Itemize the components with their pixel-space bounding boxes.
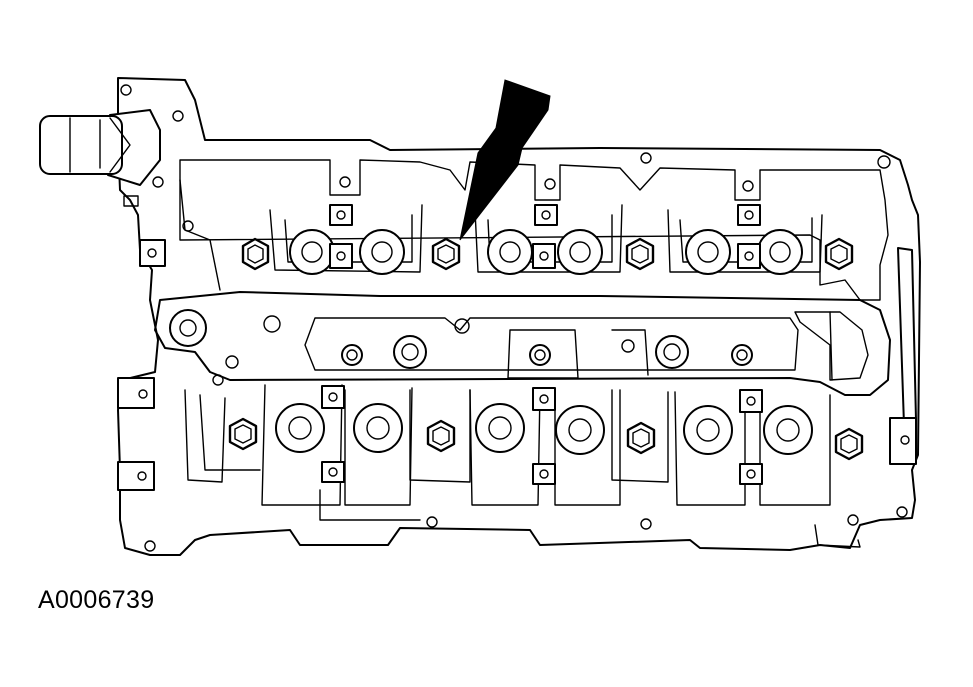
rail-tubes bbox=[341, 329, 753, 379]
center-rail bbox=[154, 291, 891, 396]
rail-boss-left bbox=[169, 309, 207, 347]
center-rail-inner bbox=[304, 317, 799, 371]
upper-bolt-row bbox=[241, 237, 854, 271]
bolt-hex-lower-2 bbox=[426, 419, 456, 453]
bolt-hex-upper-4 bbox=[824, 237, 854, 271]
upper-cap-tabs bbox=[139, 204, 761, 269]
perimeter-holes bbox=[120, 84, 908, 552]
bolt-hex-lower-1 bbox=[228, 417, 258, 451]
right-pipe bbox=[897, 247, 917, 426]
lower-cap-tabs bbox=[117, 377, 917, 491]
bolt-hex-lower-3 bbox=[626, 421, 656, 455]
figure-id-label: A0006739 bbox=[38, 586, 155, 614]
head-outline bbox=[117, 77, 921, 556]
lower-journal-circles bbox=[275, 403, 813, 455]
head-body bbox=[179, 159, 889, 301]
bolt-hex-lower-4 bbox=[834, 427, 864, 461]
left-tab bbox=[123, 195, 139, 207]
bolt-hex-upper-3 bbox=[625, 237, 655, 271]
rail-end-right bbox=[794, 311, 869, 381]
bolt-hex-upper-2 bbox=[431, 237, 461, 271]
indicator-arrow bbox=[459, 79, 551, 241]
sensor-body bbox=[39, 115, 123, 175]
lower-cam-journals bbox=[184, 384, 831, 506]
bolt-hex-upper-1 bbox=[241, 237, 270, 271]
lower-bolt-row bbox=[228, 417, 864, 461]
upper-journal-circles bbox=[289, 229, 803, 275]
